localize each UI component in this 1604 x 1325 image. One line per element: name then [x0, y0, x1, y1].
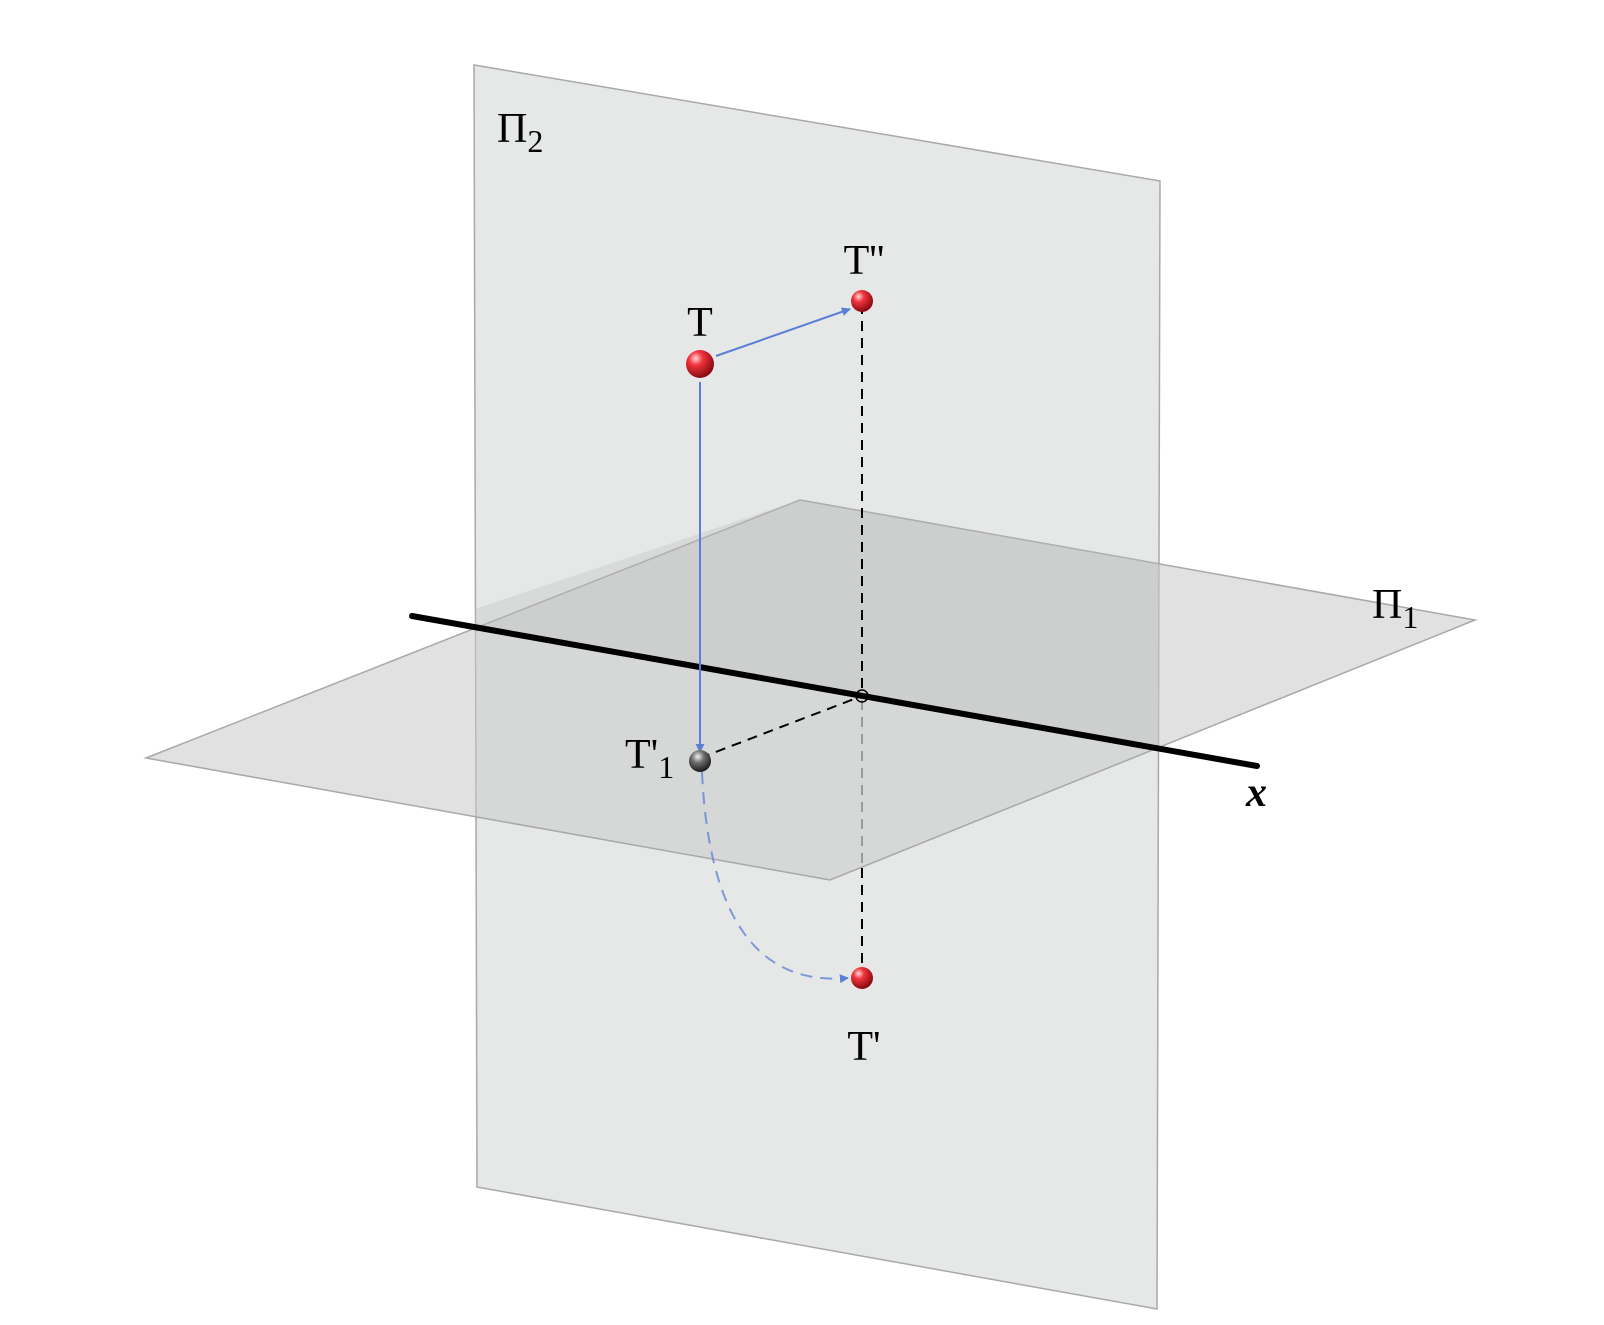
axis-intersection-marker: [855, 689, 869, 703]
dashed-projector-horizontal: [699, 695, 863, 759]
point-t: [686, 350, 714, 378]
label-pi2: Π2: [497, 106, 543, 159]
label-t-double-prime: T'': [844, 238, 885, 284]
label-t-prime-1: T'1: [625, 732, 674, 785]
label-t: T: [687, 300, 713, 346]
point-t-prime: [851, 967, 873, 989]
x-axis-line: [409, 613, 1260, 769]
horizontal-plane-pi1: [143, 499, 1478, 881]
point-t-prime-1: [689, 750, 711, 772]
rotation-arc-arrow: [701, 771, 849, 984]
label-pi1: Π1: [1372, 582, 1418, 635]
point-t-double-prime: [851, 290, 873, 312]
projector-arrow-to-t-double-prime: [715, 307, 851, 357]
horizontal-plane-back-region: [475, 500, 1159, 749]
label-t-prime: T': [847, 1024, 880, 1070]
label-x-axis: x: [1245, 770, 1267, 816]
